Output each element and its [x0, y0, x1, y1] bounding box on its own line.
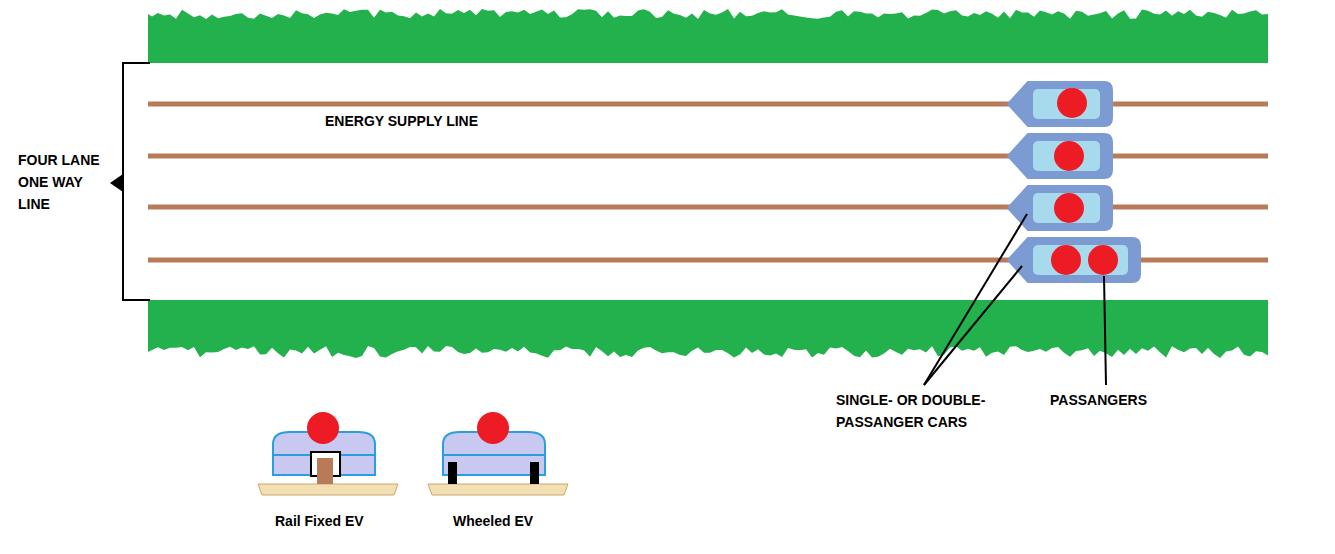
- passenger: [307, 412, 339, 444]
- single-car: [1008, 134, 1112, 178]
- leader-line: [924, 266, 1022, 385]
- wheeled-ev: [428, 412, 568, 495]
- leader-line: [924, 214, 1027, 385]
- passenger: [477, 412, 509, 444]
- ev-type-label: Rail Fixed EV: [275, 510, 364, 532]
- bracket-tip: [110, 174, 123, 192]
- leader-line: [1104, 276, 1106, 385]
- wheel: [530, 462, 539, 484]
- rail-post: [317, 458, 333, 484]
- ev-type-label: Wheeled EV: [453, 510, 533, 532]
- grass-band: [148, 9, 1268, 63]
- single-car: [1008, 186, 1112, 230]
- energy-supply-lines: [148, 104, 1268, 260]
- cars: [1008, 82, 1140, 282]
- supply-line-label: ENERGY SUPPLY LINE: [325, 110, 478, 132]
- wheel: [448, 462, 457, 484]
- leader-lines: [924, 214, 1106, 385]
- bracket-line: [123, 63, 150, 300]
- grass-band: [148, 300, 1268, 358]
- passenger-label: PASSANGERS: [1050, 389, 1147, 411]
- car-type-label: SINGLE- OR DOUBLE- PASSANGER CARS: [836, 389, 1014, 433]
- grass-bands: [148, 9, 1268, 358]
- lane-bracket: [110, 63, 150, 300]
- lane-label: FOUR LANE ONE WAY LINE: [18, 149, 108, 215]
- rail-base: [258, 484, 398, 495]
- rail-fixed-ev: [258, 412, 398, 495]
- double-car: [1008, 238, 1140, 282]
- single-car: [1008, 82, 1112, 126]
- road-base: [428, 484, 568, 495]
